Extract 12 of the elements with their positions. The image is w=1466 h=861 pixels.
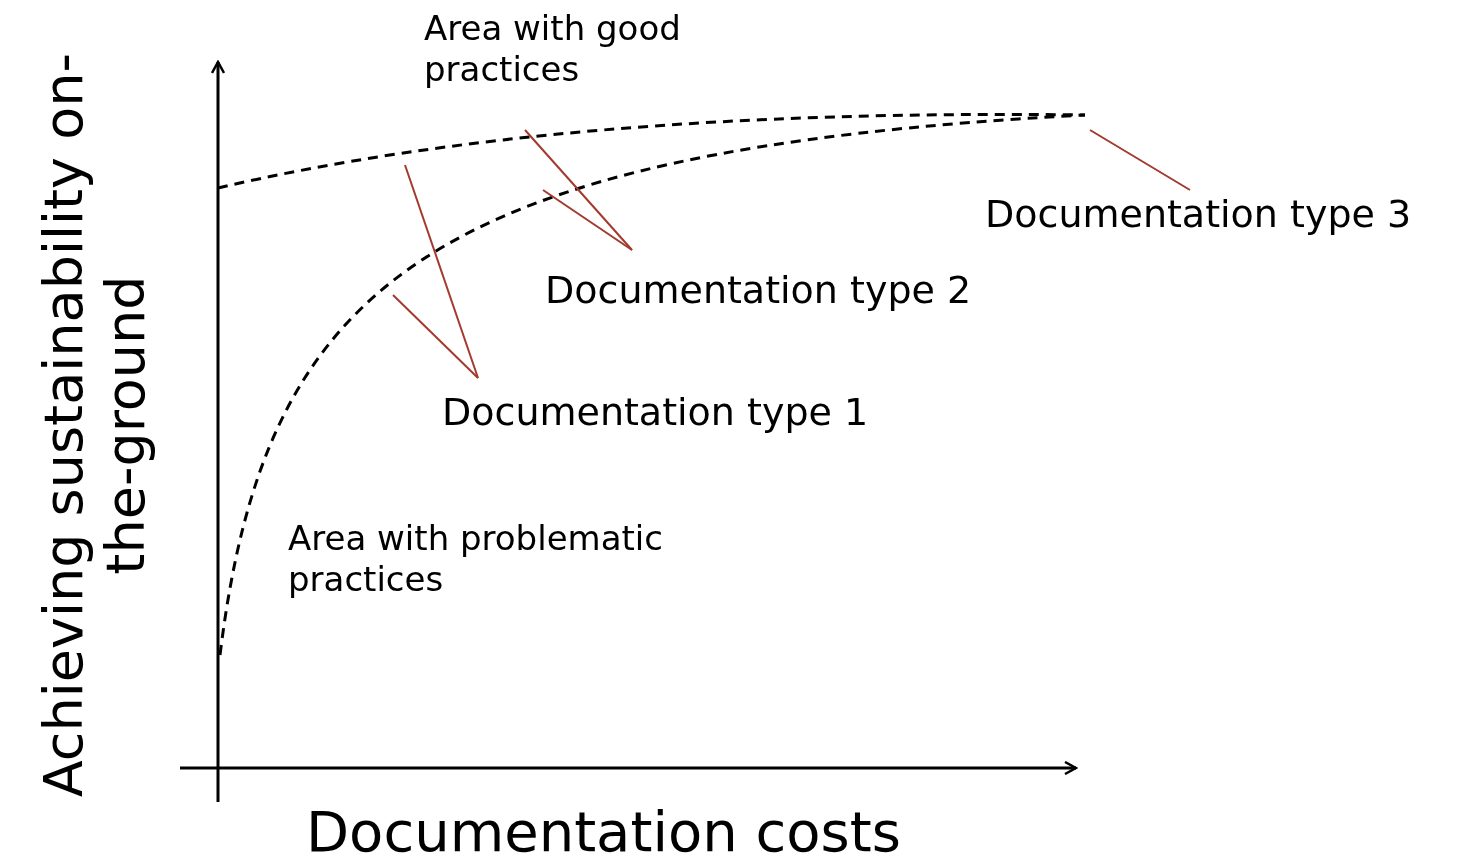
leader-line: [1089, 129, 1191, 191]
area-label: Area with good practices: [424, 8, 682, 90]
leader-line: [392, 294, 479, 379]
curve-label: Documentation type 1: [442, 390, 869, 436]
area-label: Area with problematic practices: [288, 518, 664, 600]
curve-label: Documentation type 2: [545, 268, 972, 314]
curve-label: Documentation type 3: [985, 192, 1412, 238]
leader-line: [524, 129, 633, 251]
x-axis-title: Documentation costs: [306, 798, 901, 861]
y-axis-title: Achieving sustainability on-the-ground: [32, 52, 158, 800]
leader-line: [404, 164, 479, 379]
leader-line: [542, 189, 633, 251]
